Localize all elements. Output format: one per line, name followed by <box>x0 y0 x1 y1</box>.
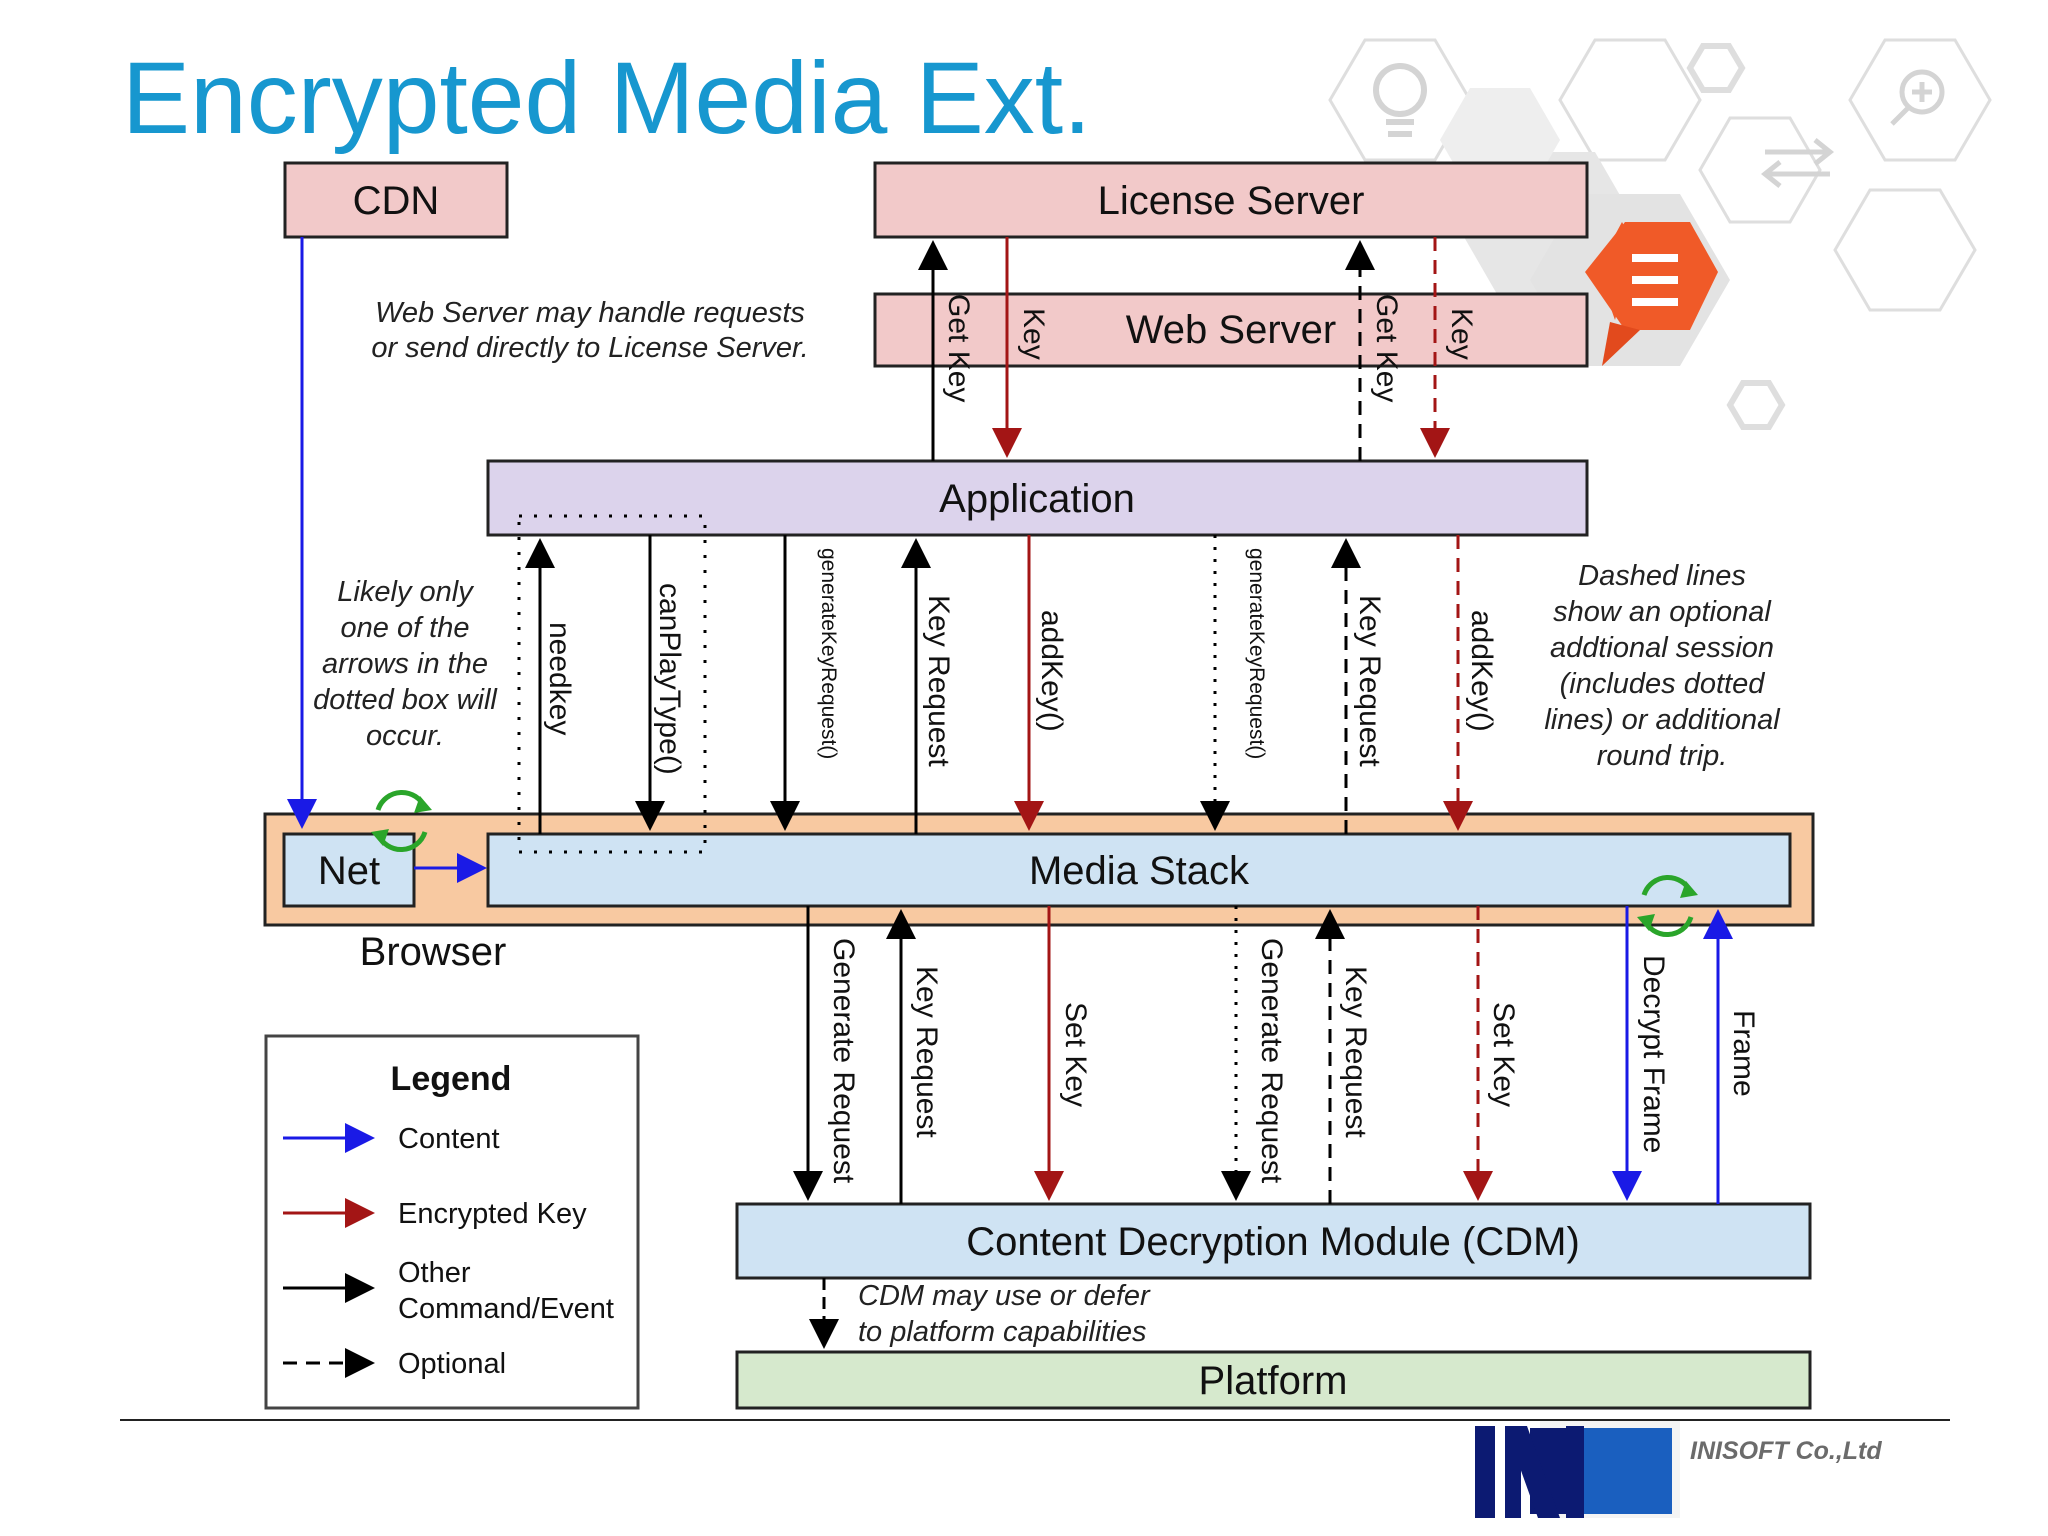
legend-other-label: Other <box>398 1257 471 1289</box>
set-key-optional-label: Set Key <box>1487 1002 1520 1107</box>
note-line: Web Server may handle requests <box>375 297 805 329</box>
platform-box <box>735 1350 1812 1410</box>
browser-label: Browser <box>360 930 507 974</box>
legend-encrypted-key-label: Encrypted Key <box>398 1198 587 1230</box>
net-label: Net <box>318 849 380 893</box>
note-line: or send directly to License Server. <box>371 332 808 364</box>
lightbulb-icon <box>1373 63 1427 137</box>
web-server-box <box>873 292 1589 368</box>
refresh-cycle-icon <box>1637 874 1698 938</box>
dotted-box <box>517 514 707 854</box>
key-optional-label: Key <box>1445 308 1478 360</box>
note-line: CDM may use or defer <box>858 1280 1151 1312</box>
legend-command-event-label: Command/Event <box>398 1293 614 1325</box>
note-line: lines) or additional <box>1544 704 1781 736</box>
decrypt-frame-label: Decrypt Frame <box>1637 955 1670 1153</box>
generate-request-optional-label: Generate Request <box>1255 938 1288 1184</box>
cdn-label: CDN <box>353 179 440 223</box>
add-key-optional-label: addKey() <box>1465 610 1498 732</box>
generate-key-request-optional-label: generateKeyRequest() <box>1245 548 1268 759</box>
key-request-label: Key Request <box>922 595 955 767</box>
license-server-box <box>873 161 1589 239</box>
note-line: arrows in the <box>322 648 488 680</box>
key-request-optional-label: Key Request <box>1353 595 1386 767</box>
application-box <box>486 459 1589 537</box>
note-line: dotted box will <box>313 684 498 716</box>
note-line: (includes dotted <box>1560 668 1766 700</box>
can-play-type-label: canPlayType() <box>653 583 686 775</box>
key-label: Key <box>1017 308 1050 360</box>
platform-label: Platform <box>1199 1359 1348 1403</box>
media-stack-label: Media Stack <box>1029 849 1250 893</box>
legend-optional-label: Optional <box>398 1348 506 1380</box>
search-plus-icon <box>1890 69 1945 126</box>
key-request-cdm-label: Key Request <box>910 966 943 1138</box>
needkey-label: needkey <box>543 622 576 735</box>
note-line: addtional session <box>1550 632 1774 664</box>
license-server-label: License Server <box>1098 179 1365 223</box>
company-name: INISOFT Co.,Ltd <box>1690 1437 1882 1465</box>
cdm-note: CDM may use or defer to platform capabil… <box>858 1280 1151 1348</box>
generate-request-label: Generate Request <box>827 938 860 1184</box>
page-title: Encrypted Media Ext. <box>122 41 1092 155</box>
frame-label: Frame <box>1727 1010 1760 1097</box>
web-server-note: Web Server may handle requests or send d… <box>371 297 808 364</box>
generate-key-request-label: generateKeyRequest() <box>817 548 840 759</box>
add-key-label: addKey() <box>1035 610 1068 732</box>
cdm-box <box>735 1202 1812 1280</box>
get-key-label: Get Key <box>942 294 975 402</box>
note-line: occur. <box>366 720 444 752</box>
get-key-optional-label: Get Key <box>1370 294 1403 402</box>
note-line: Dashed lines <box>1578 560 1746 592</box>
legend-content-label: Content <box>398 1123 500 1155</box>
web-server-label: Web Server <box>1126 308 1336 352</box>
media-stack-box <box>486 832 1792 908</box>
key-request-cdm-optional-label: Key Request <box>1339 966 1372 1138</box>
legend-title: Legend <box>391 1060 512 1098</box>
legend-box <box>264 1034 640 1410</box>
note-line: round trip. <box>1597 740 1728 772</box>
application-label: Application <box>939 477 1135 521</box>
dashed-lines-note: Dashed lines show an optional addtional … <box>1544 560 1781 772</box>
chat-menu-icon <box>1585 222 1718 366</box>
refresh-cycle-icon <box>371 789 432 853</box>
note-line: one of the <box>341 612 470 644</box>
exchange-arrows-icon <box>1760 138 1835 188</box>
note-line: show an optional <box>1553 596 1772 628</box>
note-line: Likely only <box>337 576 474 608</box>
note-line: to platform capabilities <box>858 1316 1147 1348</box>
cdn-box <box>283 161 509 239</box>
inisoft-logo <box>1475 1420 1680 1518</box>
dotted-box-note: Likely only one of the arrows in the dot… <box>313 576 498 752</box>
cdm-label: Content Decryption Module (CDM) <box>966 1220 1580 1264</box>
footer-divider <box>120 1419 1950 1421</box>
set-key-label: Set Key <box>1059 1002 1092 1107</box>
hexagon-decoration <box>1328 38 1992 430</box>
